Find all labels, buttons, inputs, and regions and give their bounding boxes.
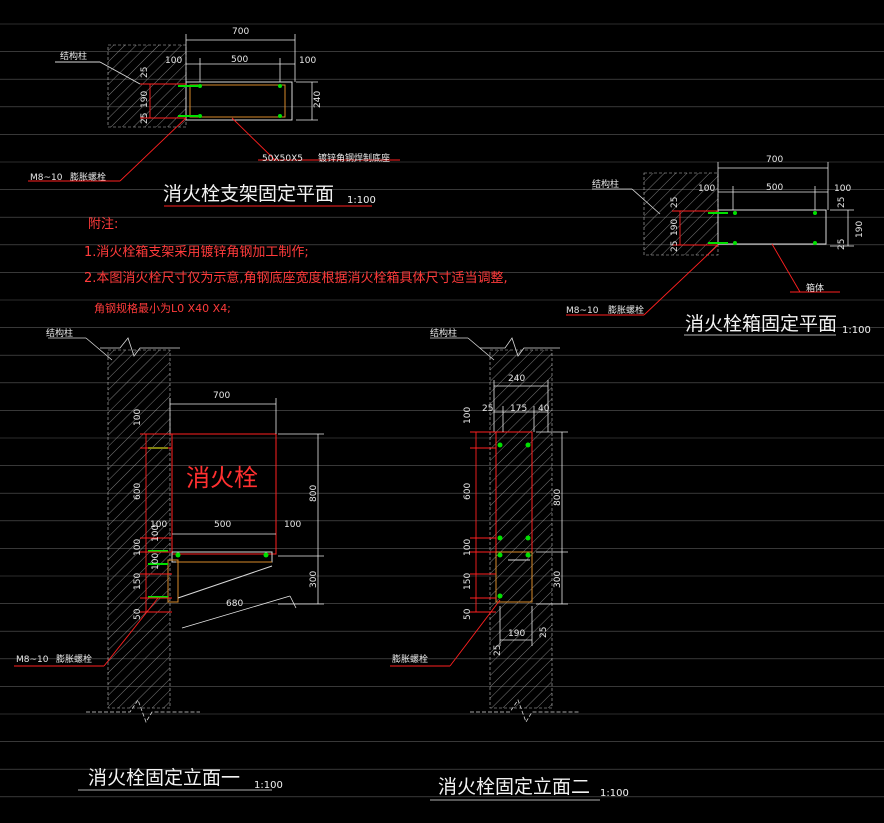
plan-box-body (717, 209, 827, 245)
plan-box-bolt-spec: M8~10 (566, 306, 599, 316)
plan-bracket-dim-depth: 240 (313, 91, 323, 108)
notes-header: 附注: (88, 217, 118, 232)
elevation-1-wall-label: 结构柱 (46, 327, 73, 339)
elevation-1-v100c: 100 (151, 525, 161, 542)
plan-bracket-angle-desc: 镀锌角钢焊制底座 (318, 152, 390, 164)
elevation-2-v100b: 100 (463, 539, 473, 556)
elevation-2-title: 消火栓固定立面二 (438, 776, 590, 798)
notes-block: 附注: 1.消火栓箱支架采用镀锌角钢加工制作; 2.本图消火栓尺寸仅为示意,角钢… (84, 217, 508, 315)
elevation-1-dim-top: 700 (213, 391, 230, 401)
notes-line-3: 角钢规格最小为L0 X40 X4; (94, 301, 231, 315)
plan-box-dim-right: 100 (834, 184, 851, 194)
elevation-1-drawing: 消火栓 结构柱 700 100 500 10 (14, 327, 324, 791)
elevation-1-v800: 800 (309, 485, 319, 502)
plan-bracket-dim-total: 700 (232, 27, 249, 37)
plan-bracket-dim-left: 100 (165, 56, 182, 66)
elevation-2-dim-190: 190 (508, 629, 525, 639)
plan-bracket-bolt-spec: M8~10 (30, 173, 63, 183)
elevation-2-dim-175: 175 (510, 404, 527, 414)
plan-box-dim-bot: 25 (670, 241, 680, 252)
elevation-2-bolt-label: 膨胀螺栓 (392, 653, 428, 665)
elevation-2-scale: 1:100 (600, 788, 629, 799)
plan-bracket-dim-mid: 500 (231, 55, 248, 65)
plan-box-dim-bot-r: 25 (837, 239, 847, 250)
elevation-2-v50: 50 (463, 608, 473, 620)
elevation-1-bolt-spec: M8~10 (16, 655, 49, 665)
elevation-1-title: 消火栓固定立面一 (88, 767, 240, 789)
elevation-2-wall (489, 349, 553, 709)
elevation-1-v100d: 100 (151, 553, 161, 570)
notes-line-2: 2.本图消火栓尺寸仅为示意,角钢底座宽度根据消火栓箱具体尺寸适当调整, (84, 270, 508, 286)
plan-bracket-dim-bot: 25 (140, 113, 150, 124)
elevation-1-v600: 600 (133, 483, 143, 500)
elevation-2-drawing: 结构柱 240 25 175 40 100 600 100 150 50 800… (390, 327, 629, 801)
elevation-2-wall-label: 结构柱 (430, 327, 457, 339)
elevation-1-dim-right: 100 (284, 520, 301, 530)
plan-box-title: 消火栓箱固定平面 (685, 313, 837, 335)
plan-box-dim-mid-v: 190 (670, 219, 680, 236)
elevation-2-v150: 150 (463, 573, 473, 590)
elevation-2-dim-25a: 25 (482, 404, 493, 414)
plan-bracket-scale: 1:100 (347, 195, 376, 206)
plan-bracket-angle-size: 50X50X5 (262, 154, 303, 164)
plan-box-wall-label: 结构柱 (592, 178, 619, 190)
notes-line-1: 1.消火栓箱支架采用镀锌角钢加工制作; (84, 244, 309, 260)
plan-bracket-bolt-label: 膨胀螺栓 (70, 171, 106, 183)
plan-bracket-wall-label: 结构柱 (60, 50, 87, 62)
elevation-2-v100a: 100 (463, 407, 473, 424)
plan-box-body-label: 箱体 (806, 282, 824, 294)
plan-box-dim-total: 700 (766, 155, 783, 165)
elevation-1-dim-mid: 500 (214, 520, 231, 530)
elevation-1-bolt-label: 膨胀螺栓 (56, 653, 92, 665)
elevation-1-hydrant-box (171, 433, 277, 555)
elevation-2-v800: 800 (553, 489, 563, 506)
plan-box-drawing: 结构柱 700 100 500 100 25 190 25 25 25 190 … (566, 155, 871, 336)
plan-bracket-dim-mid-v: 190 (140, 91, 150, 108)
plan-bracket-dim-top: 25 (140, 67, 150, 78)
plan-bracket-wall (107, 44, 187, 128)
plan-bracket-title: 消火栓支架固定平面 (163, 183, 334, 205)
elevation-1-dim-diag: 680 (226, 599, 243, 609)
background-grid-lines (0, 23, 884, 798)
plan-bracket-angle (189, 84, 286, 118)
plan-box-dim-top: 25 (670, 197, 680, 208)
plan-box-wall (643, 172, 719, 256)
plan-box-dim-mid: 500 (766, 183, 783, 193)
plan-box-dim-depth: 190 (855, 221, 865, 238)
plan-box-scale: 1:100 (842, 325, 871, 336)
elevation-2-v300: 300 (553, 571, 563, 588)
elevation-1-v50: 50 (133, 608, 143, 620)
plan-box-dim-left: 100 (698, 184, 715, 194)
elevation-1-v100b: 100 (133, 539, 143, 556)
elevation-2-dim-25b: 25 (539, 627, 549, 638)
elevation-2-dim-25c: 25 (493, 645, 503, 656)
elevation-1-v150: 150 (133, 573, 143, 590)
elevation-2-v600: 600 (463, 483, 473, 500)
elevation-1-v100a: 100 (133, 409, 143, 426)
plan-bracket-base (185, 81, 293, 121)
elevation-2-dim-40: 40 (538, 404, 550, 414)
plan-box-dim-top-r: 25 (837, 197, 847, 208)
plan-bracket-dim-right: 100 (299, 56, 316, 66)
elevation-1-scale: 1:100 (254, 780, 283, 791)
plan-bracket-drawing: 结构柱 700 100 500 100 25 190 25 240 50X50X… (28, 27, 400, 207)
elevation-1-v300: 300 (309, 571, 319, 588)
plan-box-bolt-label: 膨胀螺栓 (608, 304, 644, 316)
elevation-2-dim-240: 240 (508, 374, 525, 384)
elevation-1-hydrant-text: 消火栓 (186, 464, 258, 492)
elevation-1-dim-left: 100 (150, 520, 167, 530)
